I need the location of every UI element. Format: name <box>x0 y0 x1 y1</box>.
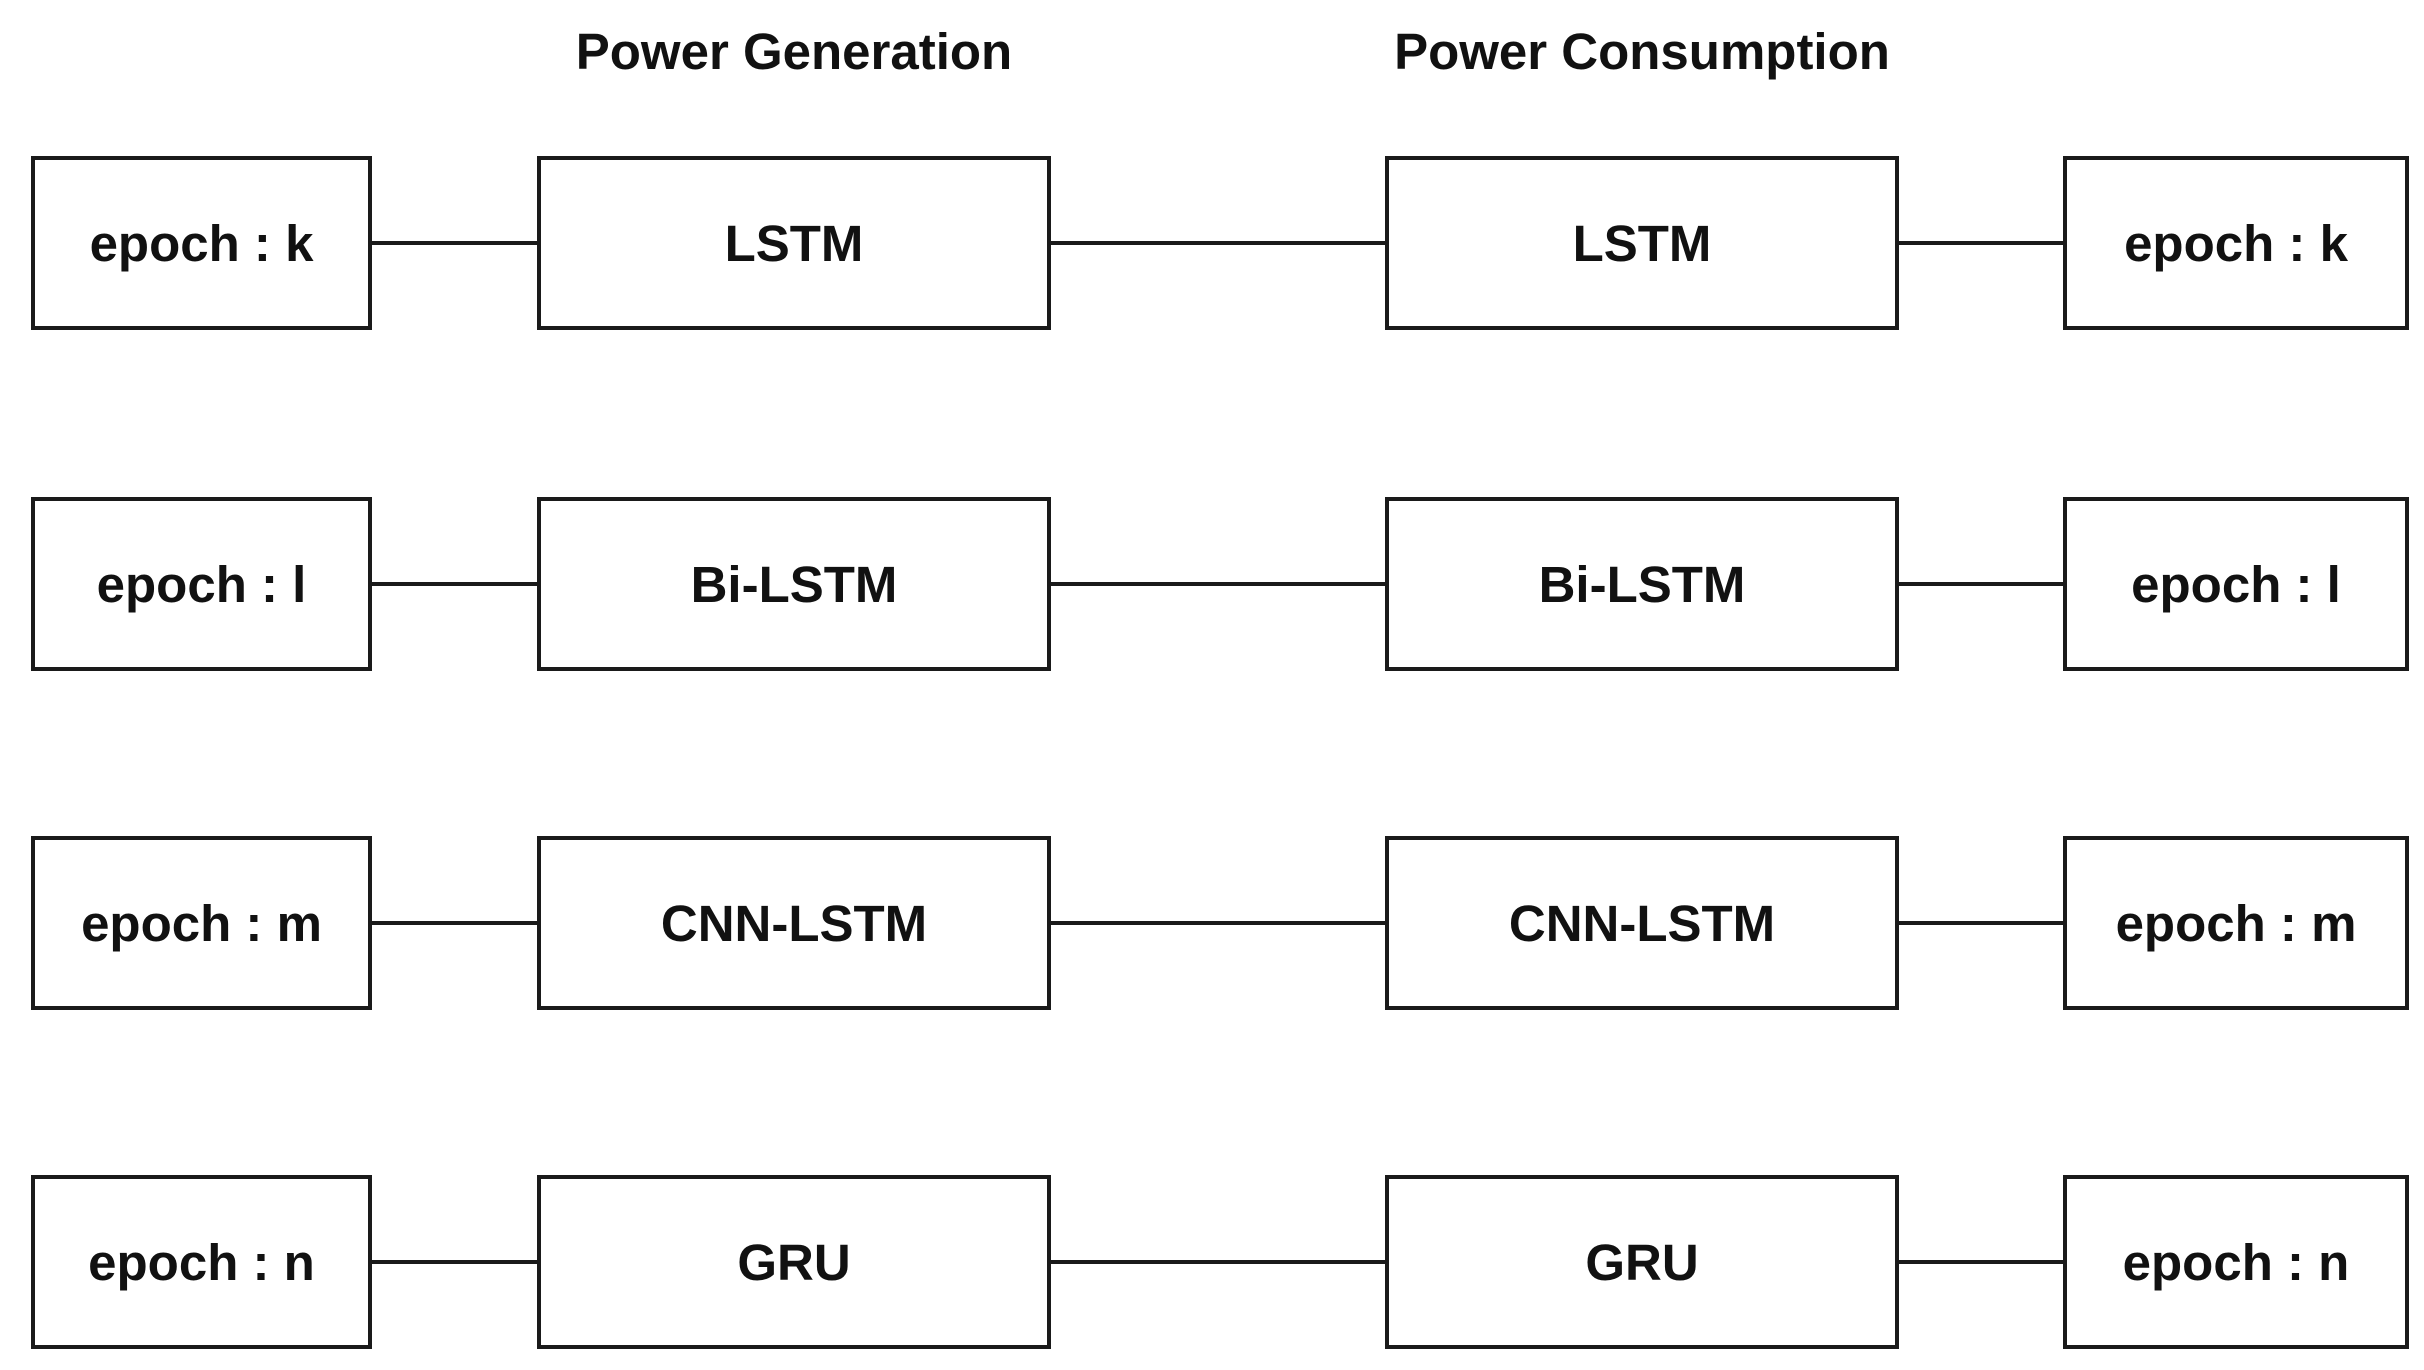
connector-line <box>1899 1260 2063 1264</box>
connector-line <box>1899 921 2063 925</box>
generation-model-box: LSTM <box>537 156 1051 330</box>
connector-line <box>1051 1260 1385 1264</box>
connector-line <box>1899 582 2063 586</box>
connector-line <box>1899 241 2063 245</box>
generation-epoch-box: epoch : k <box>31 156 372 330</box>
generation-model-box: CNN-LSTM <box>537 836 1051 1010</box>
connector-line <box>1051 241 1385 245</box>
generation-model-box: GRU <box>537 1175 1051 1349</box>
consumption-epoch-box: epoch : m <box>2063 836 2409 1010</box>
generation-epoch-box: epoch : l <box>31 497 372 671</box>
connector-line <box>1051 582 1385 586</box>
consumption-model-box: GRU <box>1385 1175 1899 1349</box>
consumption-epoch-box: epoch : k <box>2063 156 2409 330</box>
generation-model-box: Bi-LSTM <box>537 497 1051 671</box>
generation-epoch-box: epoch : m <box>31 836 372 1010</box>
connector-line <box>372 1260 537 1264</box>
power-generation-heading: Power Generation <box>575 23 1013 80</box>
connector-line <box>372 582 537 586</box>
power-consumption-heading: Power Consumption <box>1394 23 1890 80</box>
connector-line <box>372 921 537 925</box>
consumption-epoch-box: epoch : l <box>2063 497 2409 671</box>
connector-line <box>1051 921 1385 925</box>
consumption-model-box: Bi-LSTM <box>1385 497 1899 671</box>
generation-epoch-box: epoch : n <box>31 1175 372 1349</box>
consumption-model-box: CNN-LSTM <box>1385 836 1899 1010</box>
consumption-model-box: LSTM <box>1385 156 1899 330</box>
consumption-epoch-box: epoch : n <box>2063 1175 2409 1349</box>
connector-line <box>372 241 537 245</box>
